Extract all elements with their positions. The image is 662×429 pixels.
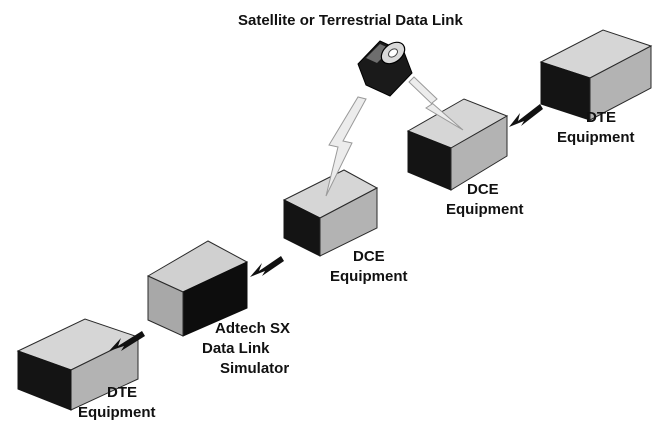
dte-equipment-right-box xyxy=(539,29,653,121)
link-arrow-simulator-dce-icon xyxy=(250,256,284,277)
dce-equipment-right-box xyxy=(406,98,509,191)
dce-equipment-left-box xyxy=(282,169,379,257)
box-front-face xyxy=(319,187,378,257)
dce-left-label-line1: DCE xyxy=(353,248,385,265)
dte-right-label-line1: DTE xyxy=(586,109,616,126)
dce-left-label-line2: Equipment xyxy=(330,268,408,285)
lightning-link-right-icon xyxy=(408,76,464,131)
box-front-face xyxy=(589,45,652,121)
satellite-icon xyxy=(357,40,413,97)
link-arrow-dce-dte-icon xyxy=(509,104,543,127)
simulator-label-line3: Simulator xyxy=(220,360,289,377)
dte-left-label-line1: DTE xyxy=(107,384,137,401)
dte-left-label-line2: Equipment xyxy=(78,404,156,421)
simulator-label-line1: Adtech SX xyxy=(215,320,290,337)
link-arrow-dte-simulator-icon xyxy=(109,331,145,351)
link-title: Satellite or Terrestrial Data Link xyxy=(238,12,463,29)
dte-equipment-left-box xyxy=(16,318,140,411)
dce-right-label-line2: Equipment xyxy=(446,201,524,218)
lightning-link-left-icon xyxy=(325,96,367,197)
dte-right-label-line2: Equipment xyxy=(557,129,635,146)
box-front-face xyxy=(147,275,184,337)
simulator-box xyxy=(146,240,249,337)
dce-right-label-line1: DCE xyxy=(467,181,499,198)
box-front-face xyxy=(450,115,508,191)
box-side-face xyxy=(17,350,72,411)
simulator-label-line2: Data Link xyxy=(202,340,270,357)
satellite-end-face-ring xyxy=(388,48,398,58)
